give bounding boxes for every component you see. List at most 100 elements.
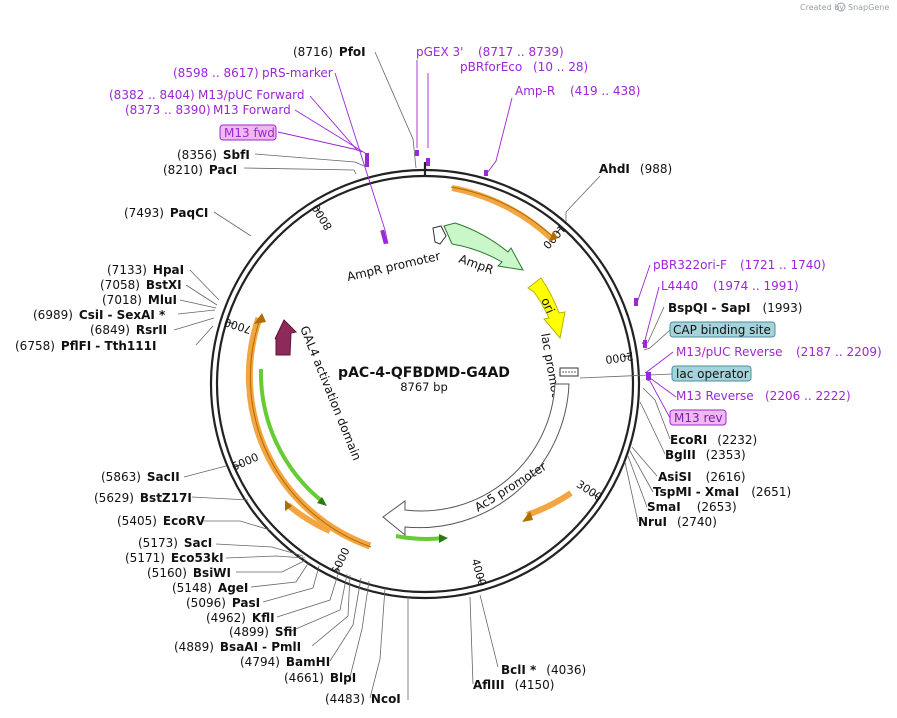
tick-label: 8000	[309, 202, 335, 233]
svg-text:(8356)SbfI: (8356)SbfI	[177, 148, 250, 162]
m13-fwd-box-label: M13 fwd	[224, 126, 275, 140]
leader-l4440	[641, 286, 660, 345]
primer-name: M13 Reverse	[676, 389, 754, 403]
leader-bsiwi	[236, 559, 307, 573]
orange-feature-arc-2	[525, 490, 573, 518]
leader-prs-marker	[334, 72, 389, 245]
lacop-box-label: lac operator	[676, 367, 749, 381]
ac5-promoter-arrow	[382, 383, 570, 537]
leader-sfii	[290, 573, 348, 632]
m13-rev-box-label: M13 rev	[674, 411, 723, 425]
lacop-box: lac operator	[671, 365, 752, 382]
primer-pos: (1974 .. 1991)	[713, 279, 799, 293]
orange-feature-arc-edge	[450, 186, 554, 238]
plasmid-name: pAC-4-QFBDMD-G4AD	[338, 365, 510, 381]
svg-text:BspQI- SapI(1993): BspQI- SapI(1993)	[668, 301, 802, 315]
leader-bsaai	[311, 574, 351, 647]
leader-sbfi	[254, 153, 365, 167]
leader-m13puc-rev	[644, 351, 674, 374]
primer-pos: (419 .. 438)	[570, 84, 640, 98]
tick-label: 2000	[604, 349, 634, 366]
leader-lines	[173, 51, 677, 700]
site-labels: (8716)PfoI pGEX 3' (8717 .. 8739) pBRfor…	[15, 45, 882, 706]
svg-text:SmaI(2653): SmaI(2653)	[647, 500, 737, 514]
tick-mark	[315, 206, 321, 214]
tick-mark	[234, 463, 242, 468]
mark-pgex3	[415, 150, 419, 156]
svg-text:EcoRI(2232): EcoRI(2232)	[670, 433, 757, 447]
leader-m13-fwd-box	[277, 131, 359, 151]
primer-name: pBR322ori-F	[653, 258, 727, 272]
ori-label: ori	[538, 296, 557, 316]
svg-text:(6849)RsrII: (6849)RsrII	[90, 323, 167, 337]
ampr-promoter-arrow	[432, 225, 447, 245]
snapgene-credit: Created by SnapGene	[800, 2, 889, 12]
cap-box: CAP binding site	[669, 321, 776, 338]
svg-text:(4483)NcoI: (4483)NcoI	[325, 692, 401, 706]
svg-text:(4899)SfiI: (4899)SfiI	[229, 625, 297, 639]
gal4-arrow	[274, 319, 298, 356]
orange-arrowhead	[549, 231, 558, 242]
leader-m13-rev-box	[646, 379, 671, 419]
leader-bcli	[479, 594, 499, 668]
primer-name: M13 Forward	[213, 103, 291, 117]
leader-m13-forward	[294, 109, 366, 154]
green-feature-arc-2	[395, 534, 444, 541]
mark-m13-fwd	[365, 153, 369, 167]
primer-pos: (1721 .. 1740)	[740, 258, 826, 272]
svg-text:BglII(2353): BglII(2353)	[665, 448, 746, 462]
mark-pbr322ori-f	[634, 298, 638, 306]
tick-label: 3000	[574, 478, 605, 504]
site-pos: (8716)	[293, 45, 333, 59]
leader-blpi	[349, 580, 370, 678]
tick-label: 7000	[223, 315, 254, 336]
primer-pos: (8373 .. 8390)	[125, 103, 211, 117]
leader-asisi	[631, 446, 658, 477]
ori-arrow	[527, 277, 566, 340]
leader-afliii	[469, 596, 474, 685]
leader-ahdi	[565, 175, 601, 222]
leader-smai	[627, 455, 648, 508]
tick-label: 5000	[329, 546, 353, 577]
leader-agei	[250, 561, 310, 588]
leader-saci	[215, 543, 304, 557]
cap-box-label: CAP binding site	[673, 323, 771, 337]
svg-text:(4962)KflI: (4962)KflI	[206, 611, 275, 625]
svg-text:(5629)BstZ17I: (5629)BstZ17I	[94, 491, 192, 505]
svg-text:(7018)MluI: (7018)MluI	[102, 293, 177, 307]
tick-mark	[592, 493, 600, 499]
plasmid-size: 8767 bp	[400, 380, 448, 394]
primer-pos: (8382 .. 8404)	[109, 88, 195, 102]
green-arrowhead	[317, 497, 327, 506]
tick-mark	[623, 355, 632, 358]
primer-name: pRS-marker	[262, 66, 333, 80]
leader-eco53ki	[225, 555, 306, 559]
leader-ecorv	[202, 520, 271, 531]
leader-ecori	[642, 387, 671, 440]
leader-pflfi	[195, 325, 214, 346]
svg-text:(4889)BsaAI- PmlI: (4889)BsaAI- PmlI	[174, 640, 301, 654]
credit-brand: SnapGene	[848, 3, 889, 12]
primer-pos: (2206 .. 2222)	[765, 389, 851, 403]
m13-rev-box: M13 rev	[669, 409, 727, 426]
primer-name: L4440	[661, 279, 698, 293]
tick-mark	[556, 226, 563, 234]
svg-text:AsiSI(2616): AsiSI(2616)	[658, 470, 746, 484]
primer-pos: (10 .. 28)	[533, 60, 588, 74]
svg-text:(5160)BsiWI: (5160)BsiWI	[147, 566, 231, 580]
leader-paci	[243, 167, 357, 175]
svg-text:(5405)EcoRV: (5405)EcoRV	[117, 514, 206, 528]
leader-lacop-box	[579, 373, 673, 379]
leader-ncoi	[369, 587, 386, 699]
backbone	[209, 162, 641, 600]
leader-hpai	[189, 269, 220, 301]
credit-prefix: Created by	[800, 3, 844, 12]
svg-text:(5173)SacI: (5173)SacI	[138, 536, 212, 550]
m13-fwd-box: M13 fwd	[219, 124, 277, 141]
svg-text:(7133)HpaI: (7133)HpaI	[107, 263, 184, 277]
orange-feature-arc-3-edge	[249, 318, 372, 548]
svg-text:(6758)PflFI- Tth111I: (6758)PflFI- Tth111I	[15, 339, 156, 353]
leader-sacii	[183, 465, 227, 478]
site-name: PfoI	[339, 45, 366, 59]
leader-bglii	[639, 401, 666, 455]
